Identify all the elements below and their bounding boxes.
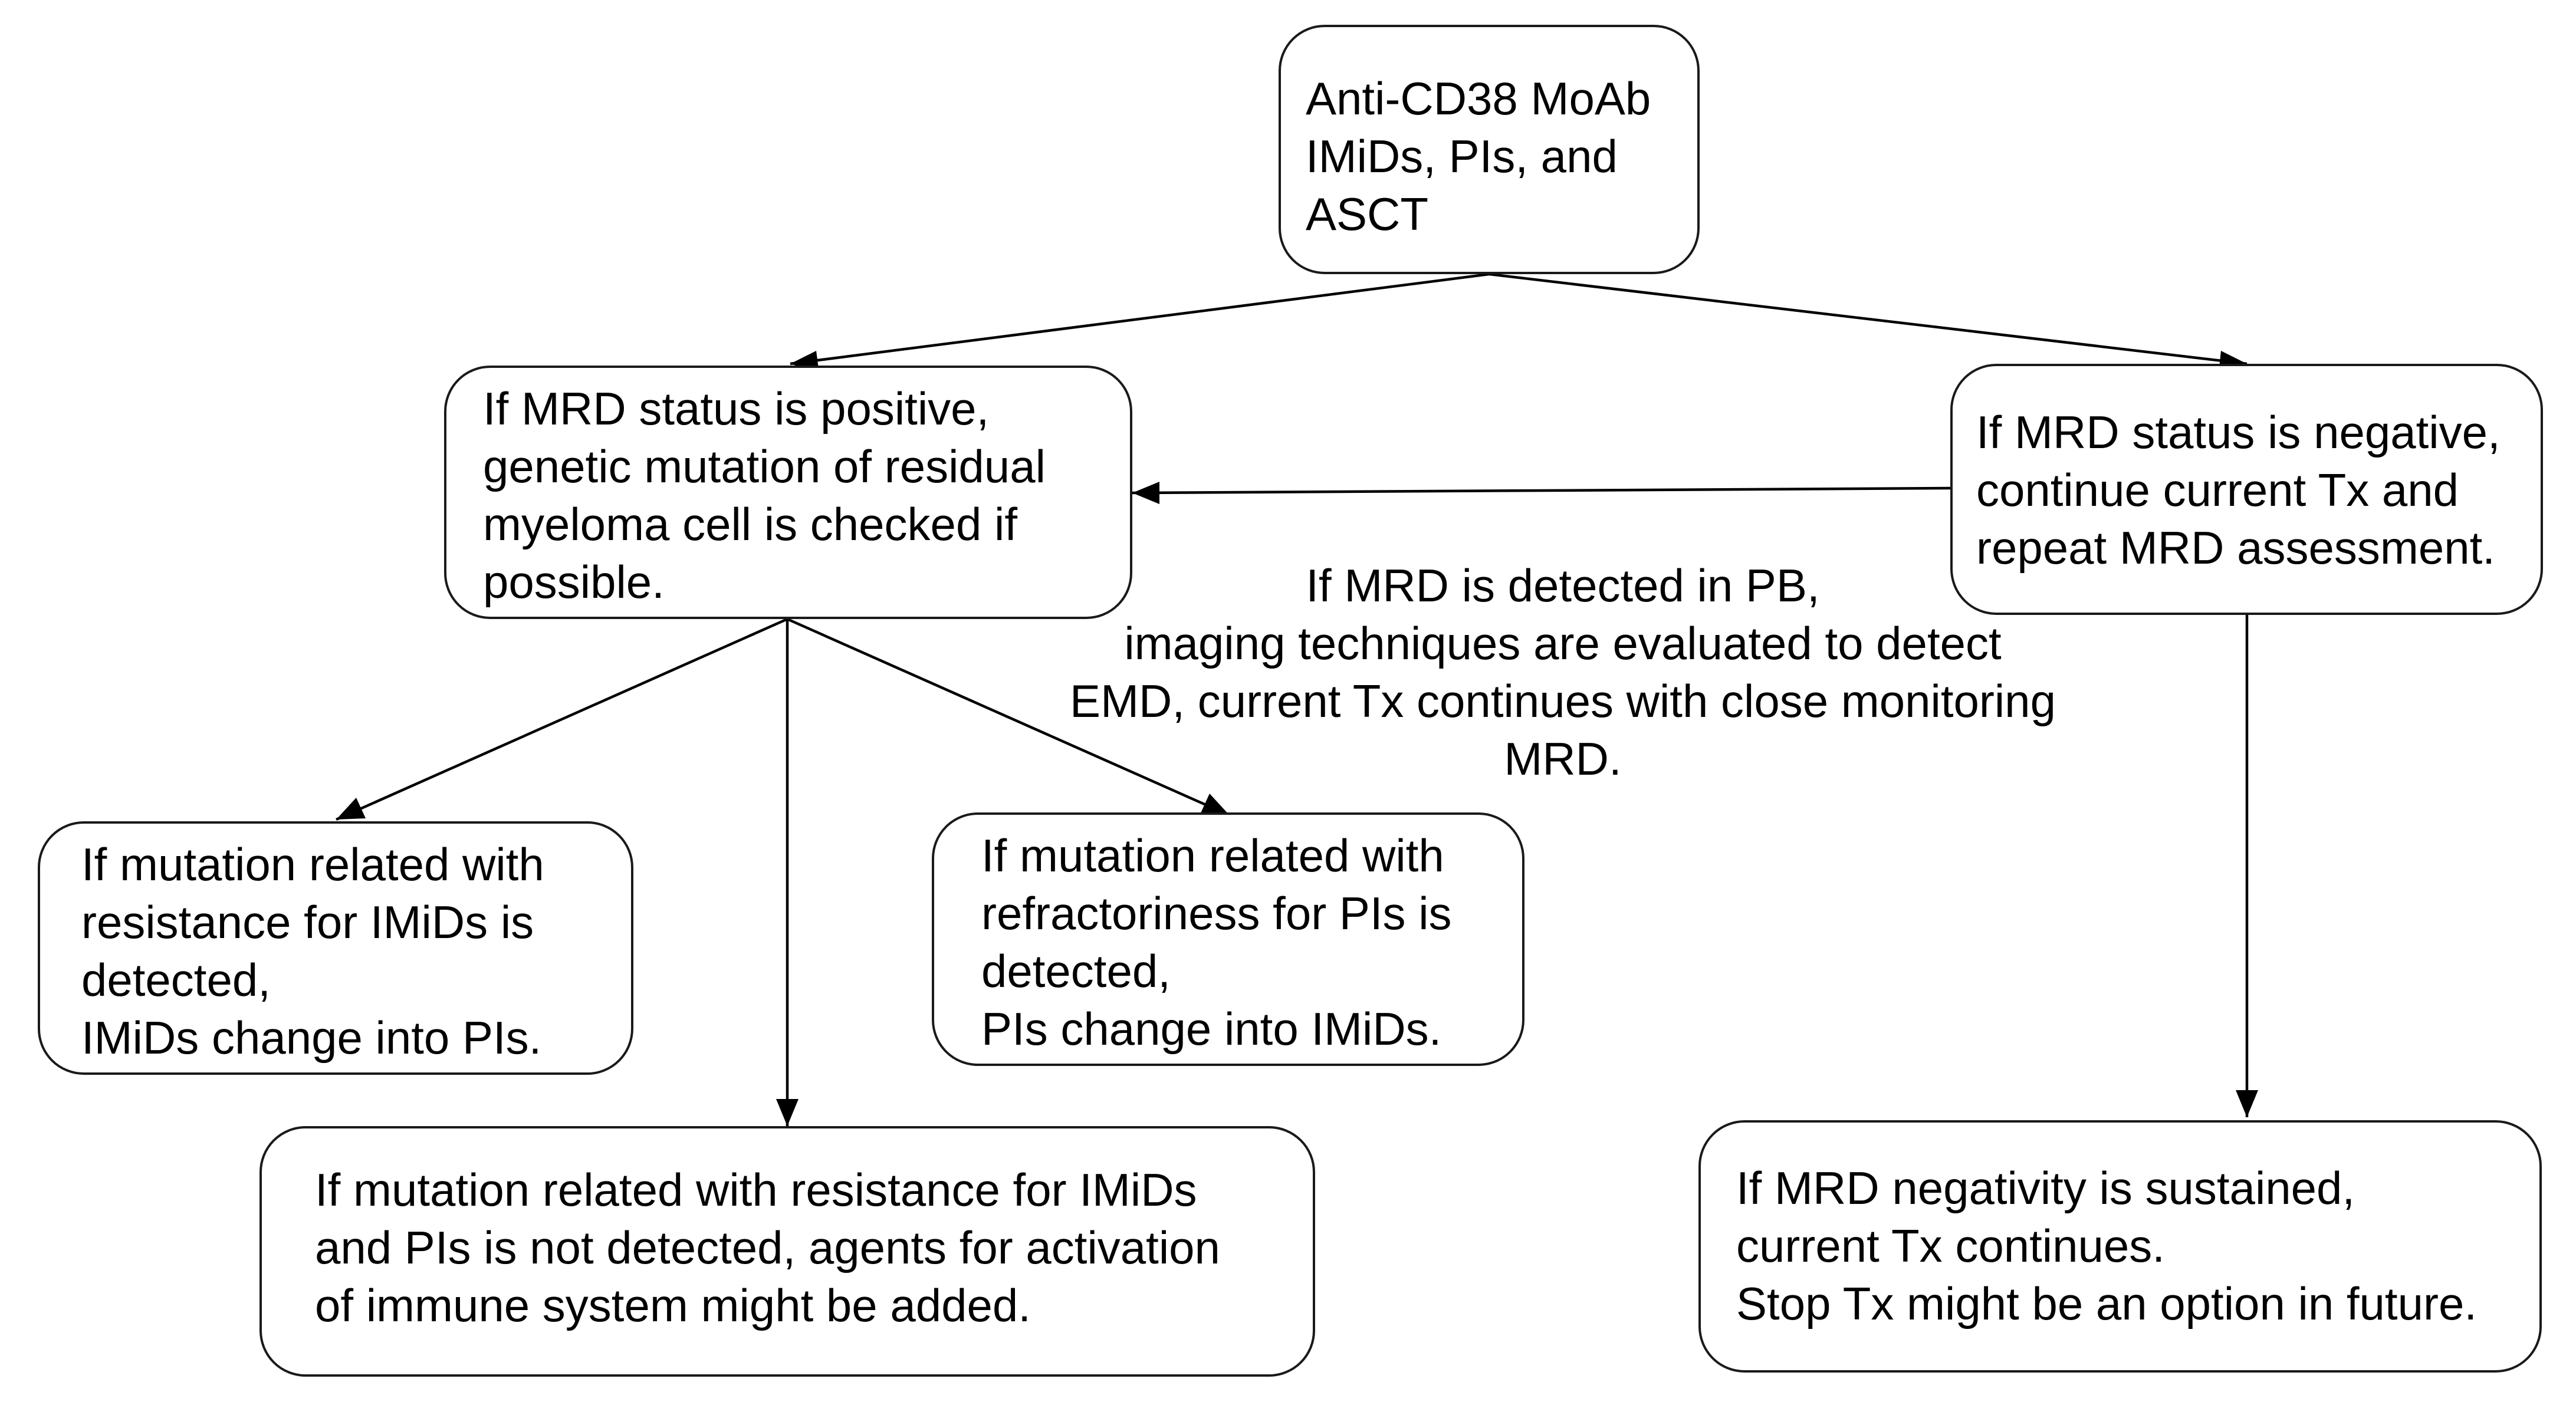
- node-text-line: If MRD negativity is sustained,: [1736, 1162, 2355, 1214]
- edge-label-mrd-detected-in-pb: If MRD is detected in PB, imaging techni…: [1050, 557, 2076, 788]
- node-text-line: Anti-CD38 MoAb: [1306, 73, 1651, 124]
- node-text-line: repeat MRD assessment.: [1976, 522, 2495, 574]
- edge-mrd-positive-to-pis-refractory: [787, 617, 1230, 817]
- node-text-line: myeloma cell is checked if: [483, 498, 1017, 550]
- edge-mrd-positive-to-imids-resistance: [336, 617, 788, 821]
- node-text-line: ASCT: [1306, 188, 1429, 240]
- node-mrd-positive: If MRD status is positive, genetic mutat…: [444, 366, 1132, 619]
- node-text-line: PIs change into IMiDs.: [981, 1003, 1442, 1055]
- node-text-line: refractoriness for PIs is: [981, 887, 1452, 939]
- node-text-line: and PIs is not detected, agents for acti…: [315, 1222, 1220, 1274]
- node-text-line: Stop Tx might be an option in future.: [1736, 1278, 2477, 1330]
- node-no-resistance-detected: If mutation related with resistance for …: [259, 1126, 1315, 1377]
- node-text-line: If mutation related with resistance for …: [315, 1164, 1197, 1216]
- node-text-line: If MRD status is negative,: [1976, 406, 2501, 458]
- edge-label-line: EMD, current Tx continues with close mon…: [1070, 675, 2056, 727]
- node-imids-resistance: If mutation related with resistance for …: [38, 821, 633, 1075]
- node-text-line: IMiDs change into PIs.: [81, 1012, 542, 1064]
- node-text-line: resistance for IMiDs is: [81, 896, 534, 948]
- node-text-line: IMiDs, PIs, and: [1306, 130, 1618, 182]
- node-text-line: current Tx continues.: [1736, 1220, 2165, 1272]
- node-pis-refractoriness: If mutation related with refractoriness …: [932, 812, 1524, 1066]
- edge-root-to-mrd-negative: [1489, 272, 2248, 373]
- node-text-line: If mutation related with: [81, 838, 544, 890]
- node-text-line: If mutation related with: [981, 830, 1444, 881]
- node-text-line: genetic mutation of residual: [483, 440, 1046, 492]
- node-text-line: detected,: [981, 945, 1171, 997]
- edge-mrd-positive-to-no-resistance: [776, 619, 799, 1126]
- edge-mrd-negative-to-mrd-positive: [1132, 482, 1953, 504]
- node-text-line: continue current Tx and: [1976, 464, 2459, 516]
- node-text-line: possible.: [483, 556, 665, 608]
- node-text-line: If MRD status is positive,: [483, 383, 990, 435]
- node-mrd-negative: If MRD status is negative, continue curr…: [1950, 364, 2543, 615]
- edge-label-line: imaging techniques are evaluated to dete…: [1124, 617, 2002, 669]
- node-text-line: of immune system might be added.: [315, 1279, 1031, 1331]
- edge-label-line: If MRD is detected in PB,: [1306, 560, 1820, 611]
- edge-root-to-mrd-positive: [790, 272, 1490, 373]
- node-mrd-negativity-sustained: If MRD negativity is sustained, current …: [1698, 1120, 2542, 1373]
- node-anti-cd38-start: Anti-CD38 MoAb IMiDs, PIs, and ASCT: [1279, 25, 1700, 274]
- edge-label-line: MRD.: [1504, 733, 1622, 785]
- edge-mrd-negative-to-sustained-negative: [2236, 615, 2258, 1117]
- node-text-line: detected,: [81, 954, 271, 1006]
